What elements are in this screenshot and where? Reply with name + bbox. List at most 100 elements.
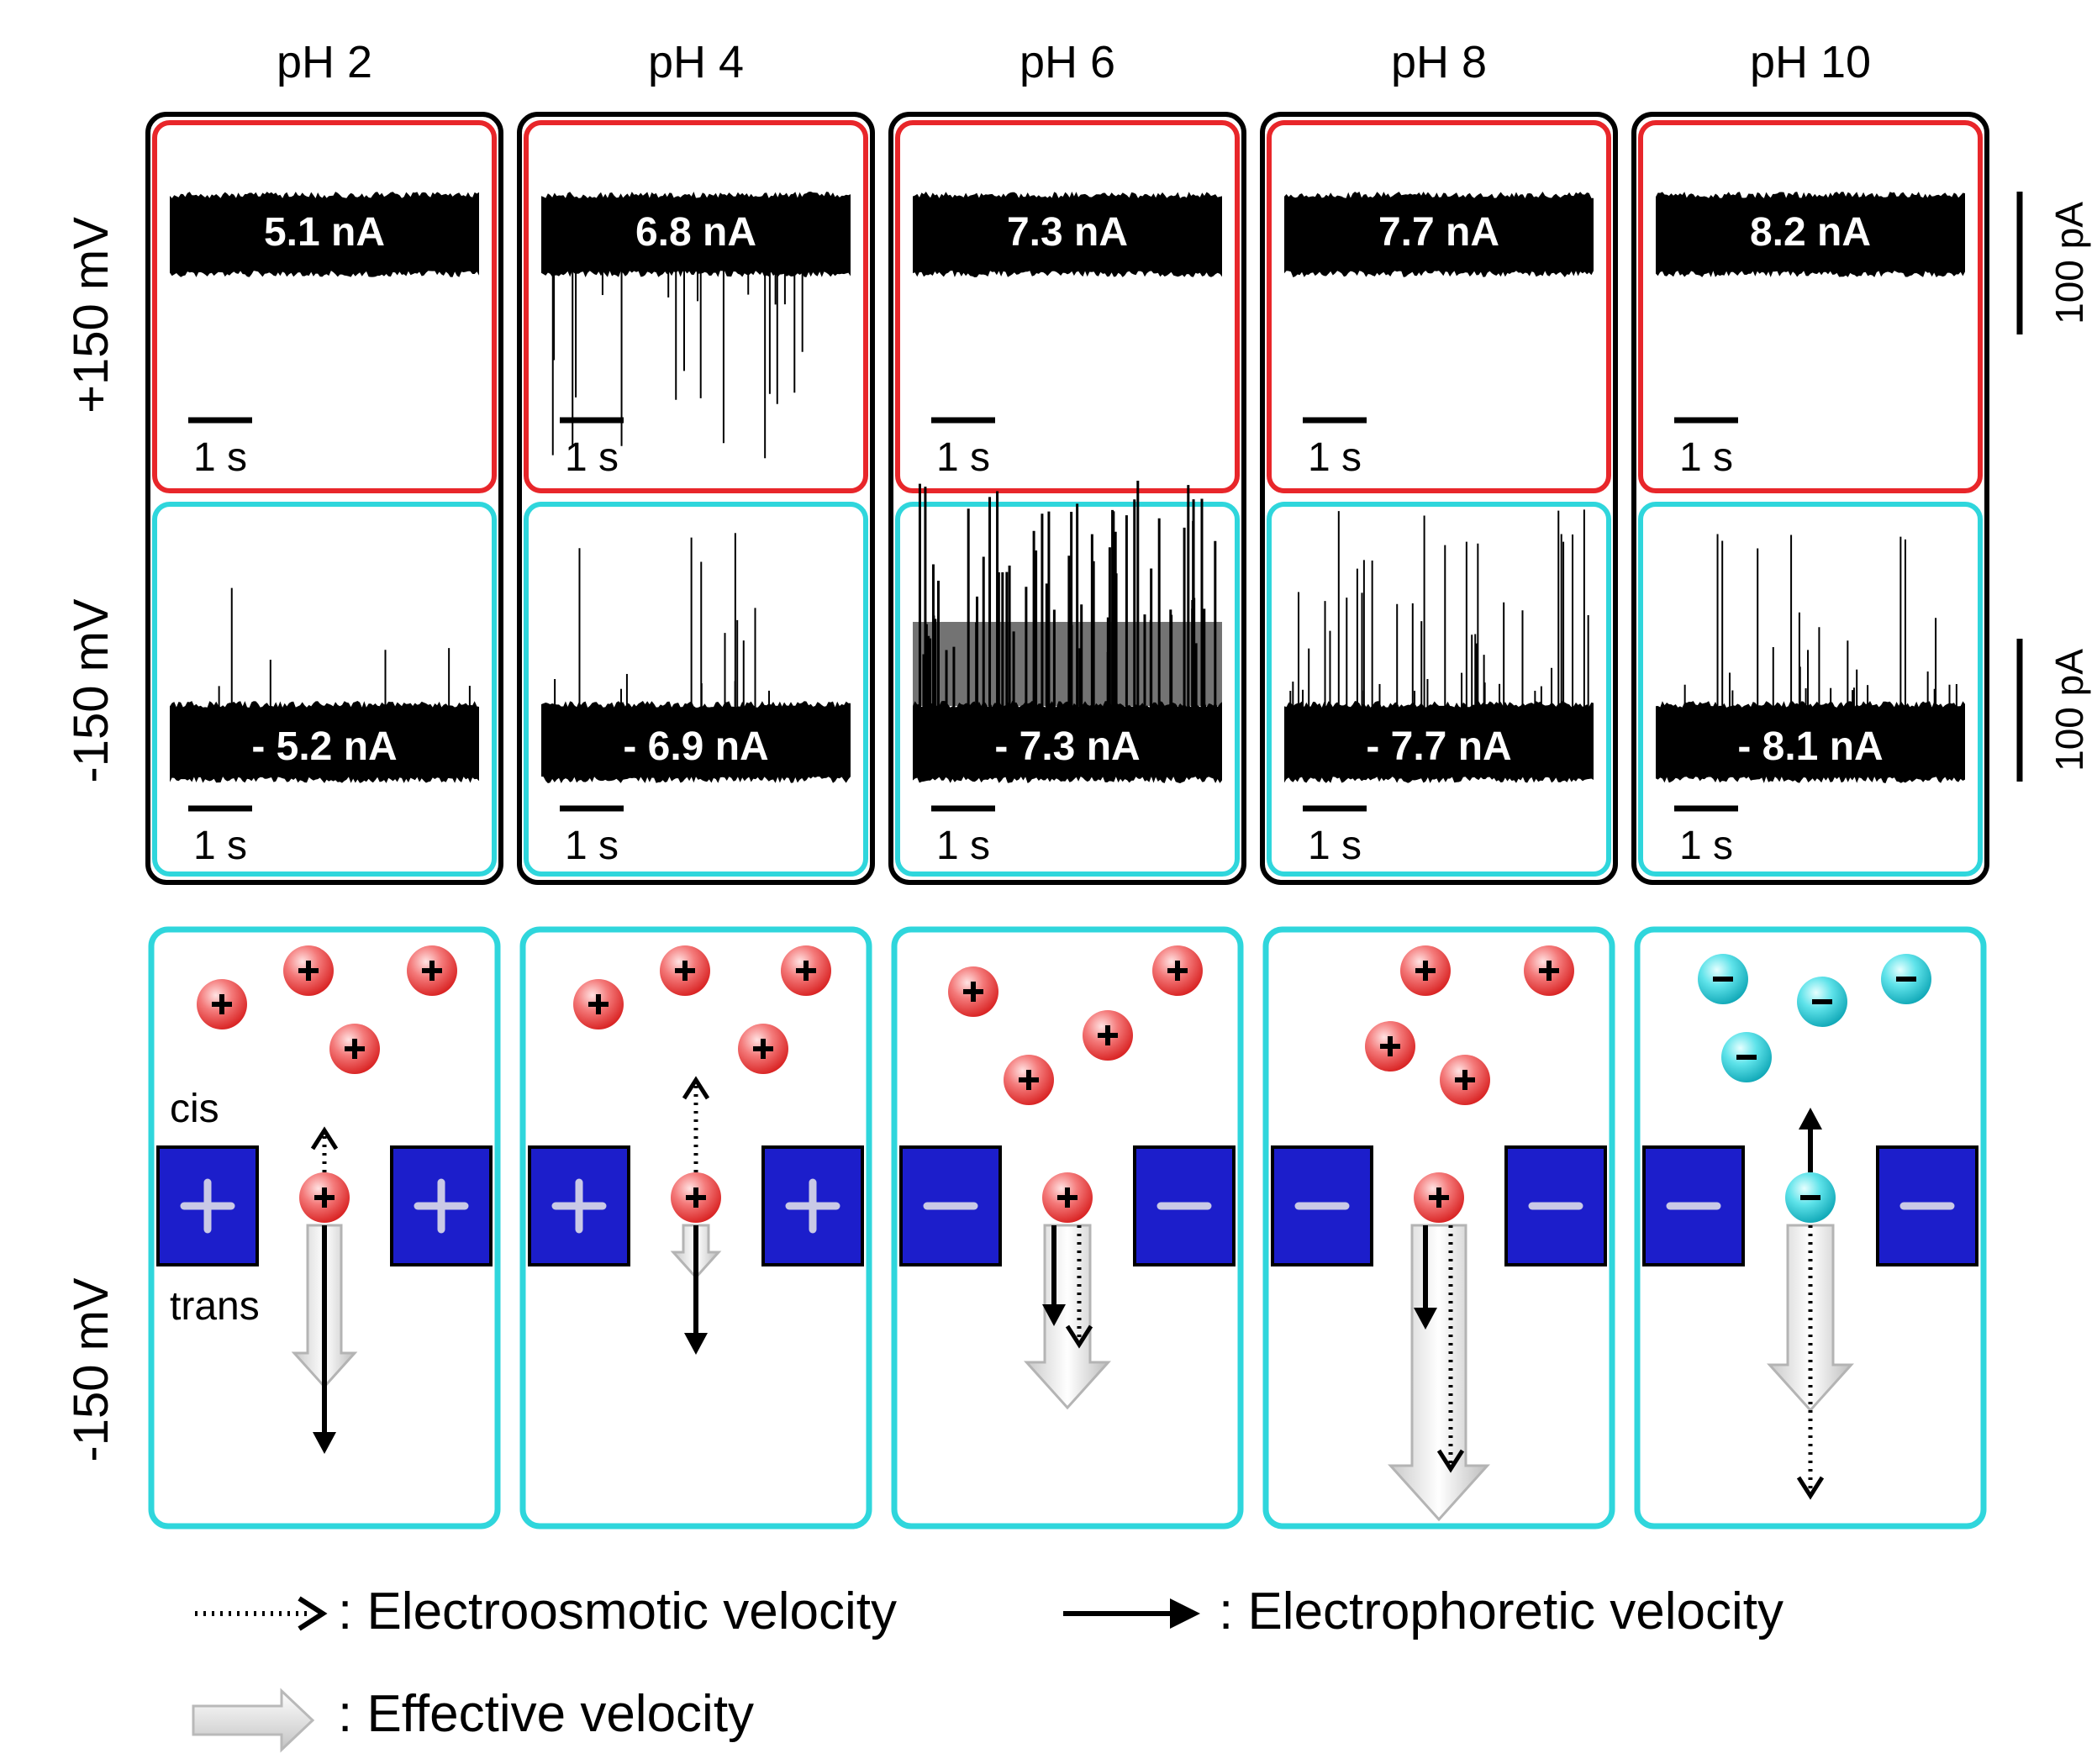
schematic-panel-2 xyxy=(891,926,1244,1530)
pore-wall-3-0 xyxy=(1271,1145,1373,1266)
cation-pore-ion-1 xyxy=(671,1172,721,1223)
ph-header-2: pH 6 xyxy=(1020,37,1115,87)
anion-ion-4-0 xyxy=(1698,954,1748,1004)
pore-wall-2-0 xyxy=(899,1145,1002,1266)
ph-header-4: pH 10 xyxy=(1750,37,1871,87)
positive-current-trace-4: 8.2 nA xyxy=(1656,192,1965,277)
electrophoretic-arrow-2 xyxy=(1042,1225,1066,1326)
pore-wall-2-1 xyxy=(1133,1145,1236,1266)
row-label-positive: +150 mV xyxy=(64,217,119,413)
negative-current-value-4: - 8.1 nA xyxy=(1737,724,1883,769)
legend-electrophoretic-label: : Electrophoretic velocity xyxy=(1219,1582,1784,1640)
negative-current-value-3: - 7.7 nA xyxy=(1366,724,1511,769)
negative-trace-panel-3 xyxy=(1267,502,1611,877)
electrophoretic-arrow-3 xyxy=(1414,1225,1437,1330)
cation-pore-ion-3 xyxy=(1414,1172,1464,1223)
time-scale-label-1-1: 1 s xyxy=(565,824,619,868)
electrophoretic-arrow-0 xyxy=(313,1225,336,1454)
current-scale-label-bottom: 100 pA xyxy=(2047,649,2091,771)
schematic-panel-0 xyxy=(148,926,501,1530)
negative-current-trace-4: - 8.1 nA xyxy=(1656,534,1965,783)
pore-wall-4-1 xyxy=(1876,1145,1978,1266)
schematic-panel-3 xyxy=(1262,926,1615,1530)
pore-wall-1-0 xyxy=(528,1145,630,1266)
cation-ion-1-0 xyxy=(573,979,624,1029)
legend-electrophoretic-arrow xyxy=(1063,1598,1200,1629)
electrophoretic-arrow-1 xyxy=(684,1225,708,1355)
electroosmotic-arrow-0 xyxy=(310,1126,339,1172)
legend: : Electroosmotic velocity : Electrophore… xyxy=(192,1582,1784,1753)
pore-wall-4-0 xyxy=(1642,1145,1745,1266)
cation-ion-0-2 xyxy=(407,945,457,996)
ph-headers: pH 2 pH 4 pH 6 pH 8 pH 10 xyxy=(277,37,1871,87)
schematic-panel-4 xyxy=(1634,926,1987,1530)
time-scale-label-3-1: 1 s xyxy=(1308,824,1362,868)
positive-current-trace-3: 7.7 nA xyxy=(1284,192,1594,277)
transport-schematics xyxy=(148,926,1987,1530)
negative-trace-panel-4 xyxy=(1638,502,1983,877)
time-scale-label-0-0: 1 s xyxy=(193,435,247,480)
pore-wall-0-1 xyxy=(390,1145,493,1266)
time-scale-label-0-1: 1 s xyxy=(193,824,247,868)
positive-current-trace-1: 6.8 nA xyxy=(541,192,851,459)
legend-effective-arrow xyxy=(192,1688,315,1753)
effective-velocity-arrow-3 xyxy=(1388,1224,1490,1522)
electroosmotic-arrow-4 xyxy=(1796,1225,1825,1500)
positive-current-value-4: 8.2 nA xyxy=(1750,210,1871,255)
cis-label: cis xyxy=(170,1087,219,1131)
cation-ion-1-2 xyxy=(781,945,831,996)
ph-header-0: pH 2 xyxy=(277,37,372,87)
anion-pore-ion-4 xyxy=(1785,1172,1836,1223)
legend-effective-label: : Effective velocity xyxy=(338,1685,754,1743)
ph-header-1: pH 4 xyxy=(648,37,744,87)
schematic-panel-1 xyxy=(519,926,872,1530)
time-scale-label-2-0: 1 s xyxy=(936,435,990,480)
negative-current-trace-1: - 6.9 nA xyxy=(541,533,851,783)
current-scale-bar-bottom: 100 pA xyxy=(2016,639,2091,782)
current-scale-label-top: 100 pA xyxy=(2047,202,2091,324)
negative-current-trace-3: - 7.7 nA xyxy=(1284,509,1594,783)
positive-current-value-0: 5.1 nA xyxy=(264,210,385,255)
negative-current-value-2: - 7.3 nA xyxy=(994,724,1140,769)
row-label-schematic: -150 mV xyxy=(64,1277,119,1462)
time-scale-label-2-1: 1 s xyxy=(936,824,990,868)
negative-trace-panel-1 xyxy=(524,502,868,877)
cation-ion-1-3 xyxy=(738,1024,788,1074)
trans-label: trans xyxy=(170,1284,260,1329)
panel-frame-0 xyxy=(145,112,503,885)
electroosmotic-arrow-3 xyxy=(1436,1225,1465,1473)
panel-frame-1 xyxy=(517,112,875,885)
electroosmotic-arrow-1 xyxy=(682,1076,710,1172)
panel-frame-2 xyxy=(888,112,1246,885)
cation-ion-2-3 xyxy=(1004,1055,1054,1105)
positive-current-value-1: 6.8 nA xyxy=(635,210,756,255)
cation-ion-3-1 xyxy=(1524,945,1574,996)
cation-pore-ion-0 xyxy=(299,1172,350,1223)
current-trace-panels: 5.1 nA - 5.2 nA 1 s 1 s 6.8 nA - 6.9 nA 1 s 1 s… xyxy=(145,112,1989,885)
pore-wall-1-1 xyxy=(761,1145,864,1266)
cation-ion-0-1 xyxy=(283,945,334,996)
cation-ion-2-0 xyxy=(948,966,998,1017)
positive-current-trace-0: 5.1 nA xyxy=(170,192,479,277)
anion-ion-4-3 xyxy=(1721,1032,1772,1082)
time-scale-label-1-0: 1 s xyxy=(565,435,619,480)
cation-ion-0-0 xyxy=(197,979,247,1029)
legend-electroosmotic-arrow xyxy=(195,1596,328,1631)
panel-frame-4 xyxy=(1631,112,1989,885)
pore-wall-3-1 xyxy=(1504,1145,1607,1266)
negative-current-trace-0: - 5.2 nA xyxy=(170,587,479,783)
anion-ion-4-1 xyxy=(1797,977,1847,1027)
positive-current-value-3: 7.7 nA xyxy=(1378,210,1499,255)
negative-current-value-0: - 5.2 nA xyxy=(251,724,397,769)
negative-current-value-1: - 6.9 nA xyxy=(623,724,768,769)
negative-trace-panel-0 xyxy=(152,502,497,877)
cation-ion-0-3 xyxy=(329,1024,380,1074)
effective-velocity-arrow-2 xyxy=(1024,1224,1111,1410)
anion-ion-4-2 xyxy=(1881,954,1931,1004)
ph-header-3: pH 8 xyxy=(1391,37,1487,87)
cation-ion-1-1 xyxy=(660,945,710,996)
time-scale-label-4-0: 1 s xyxy=(1679,435,1733,480)
time-scale-label-4-1: 1 s xyxy=(1679,824,1733,868)
cation-ion-3-0 xyxy=(1400,945,1451,996)
